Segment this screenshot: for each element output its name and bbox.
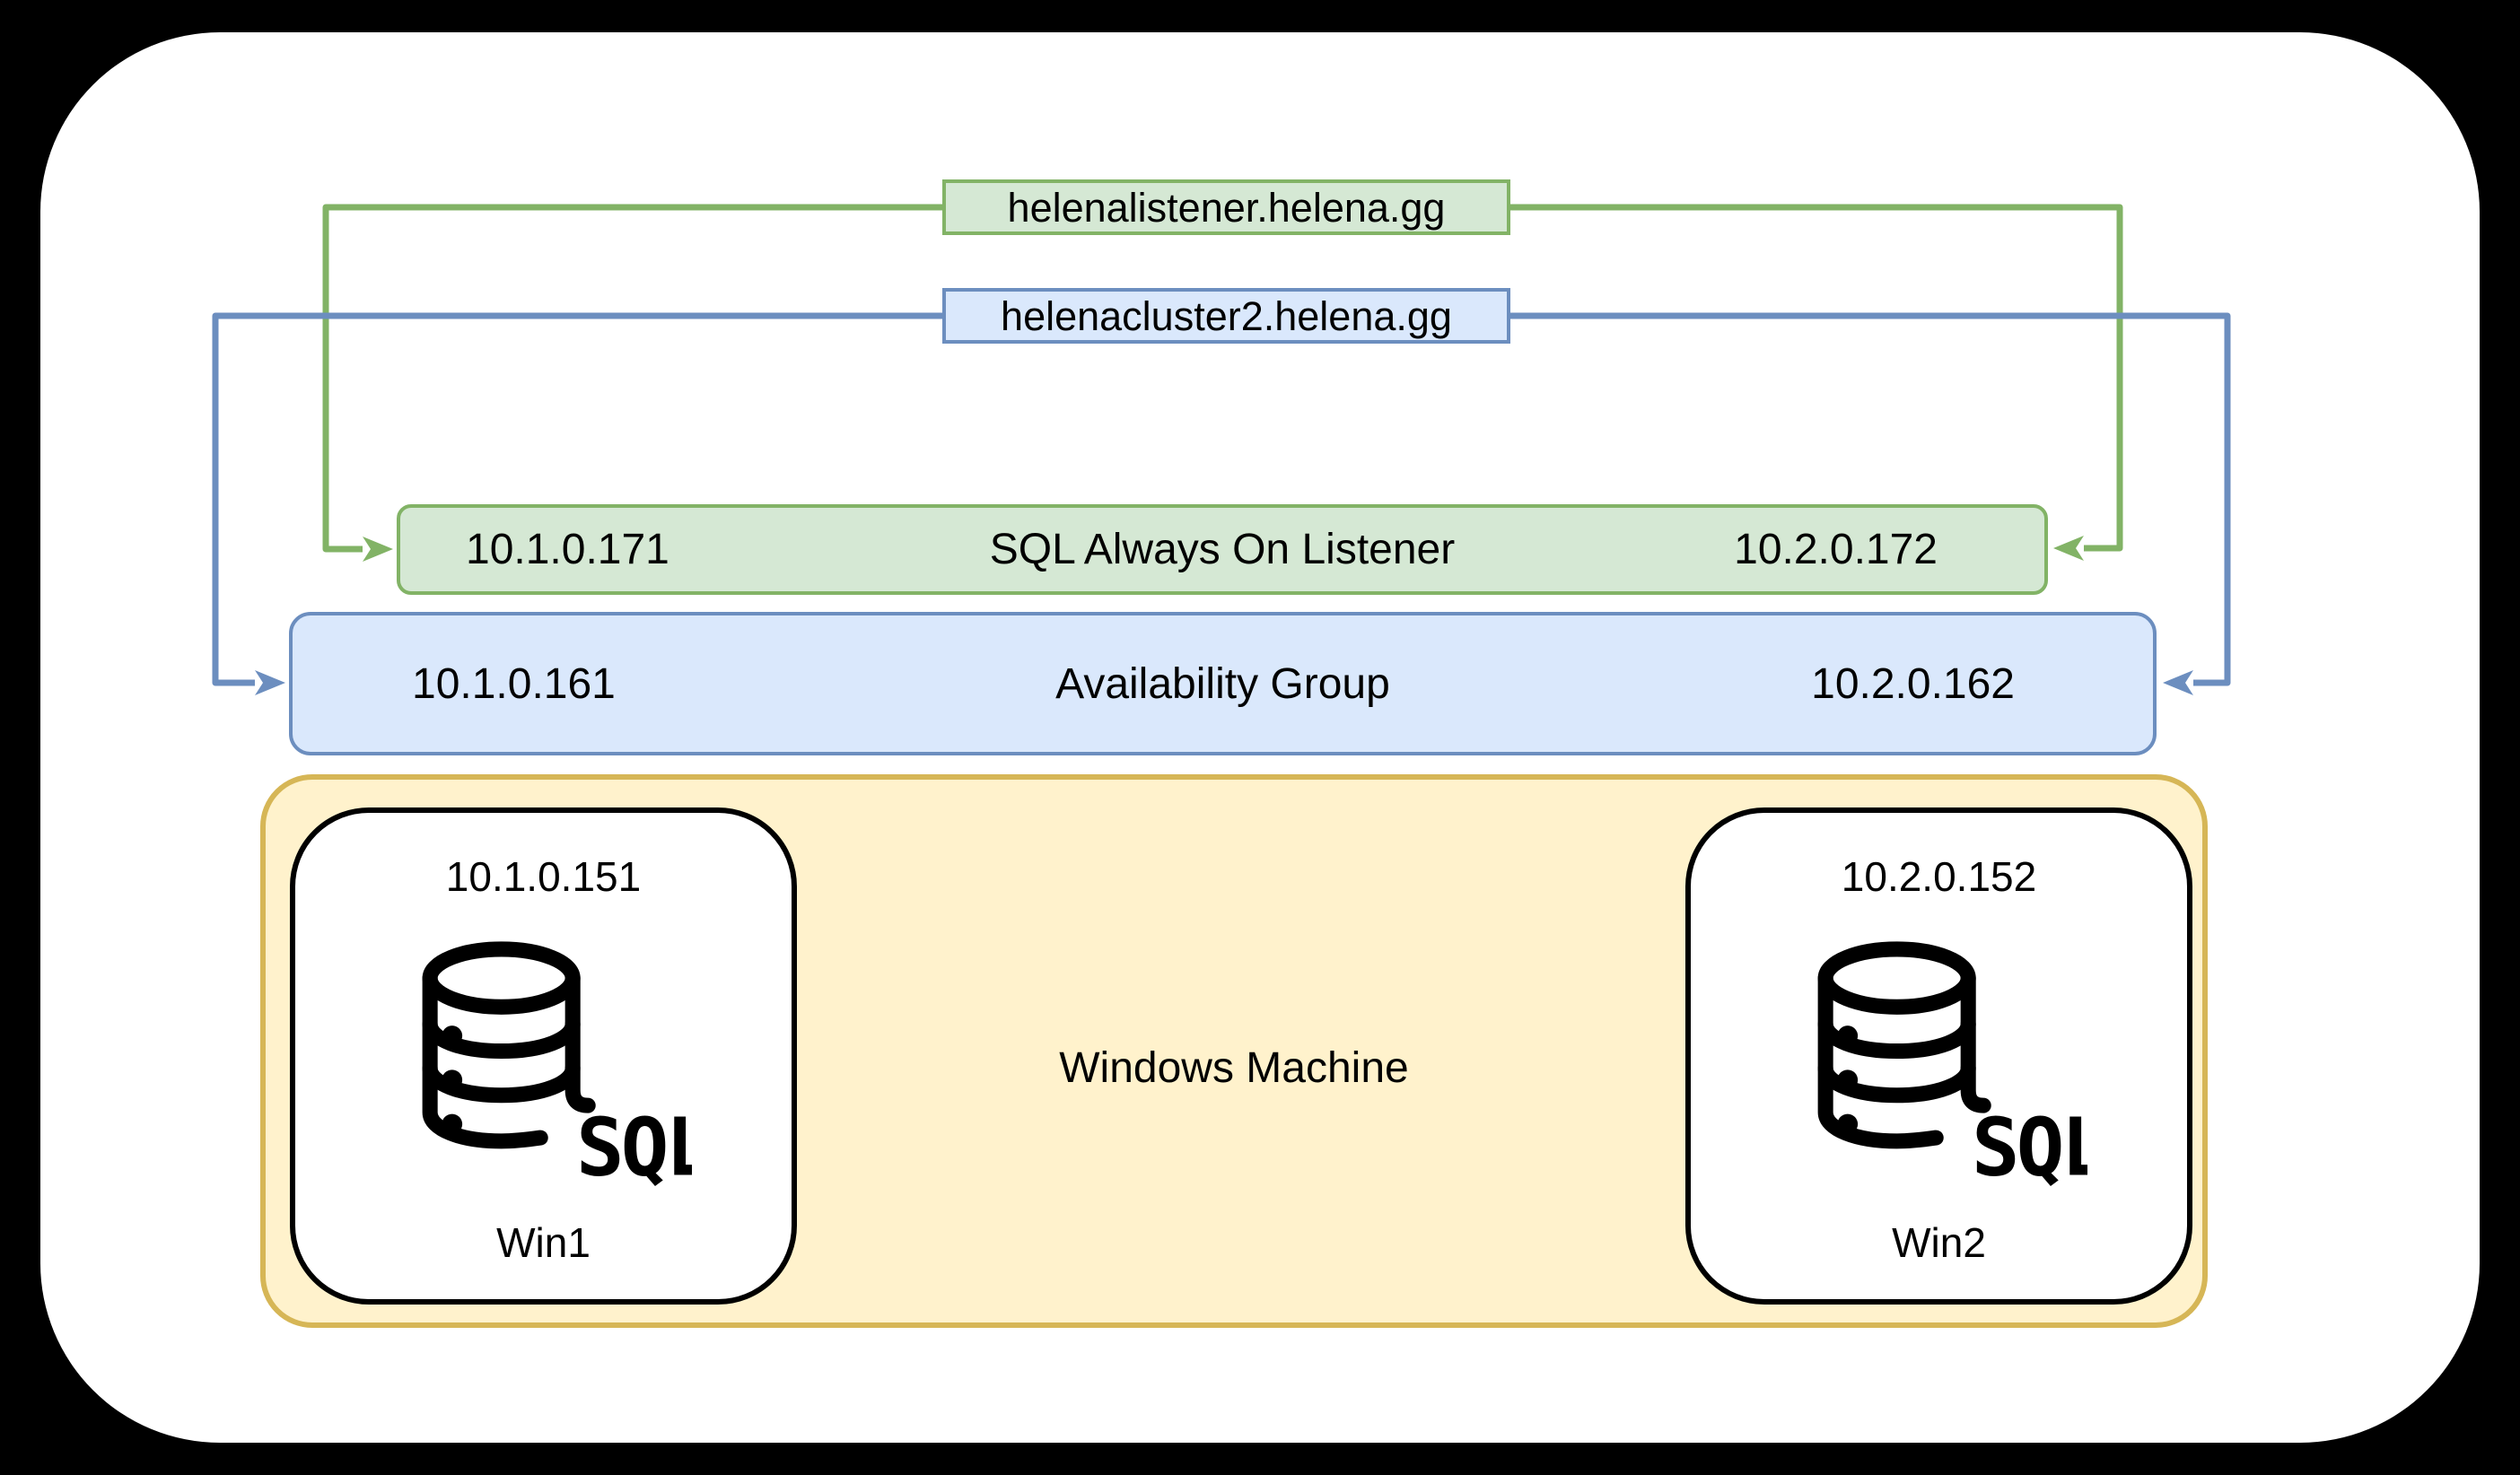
sql-icon-label: SQL <box>575 1101 691 1187</box>
sql-database-icon: SQL <box>422 941 692 1187</box>
cluster-dns-label: helenacluster2.helena.gg <box>942 288 1510 344</box>
win1-ip: 10.1.0.151 <box>445 853 642 900</box>
sql-listener-box: 10.1.0.171 SQL Always On Listener 10.2.0… <box>397 504 2048 595</box>
win2-ip: 10.2.0.152 <box>1841 853 2037 900</box>
listener-dns-text: helenalistener.helena.gg <box>1007 184 1446 231</box>
listener-dns-label: helenalistener.helena.gg <box>942 179 1510 235</box>
windows-machine-title: Windows Machine <box>1059 1044 1409 1092</box>
listener-title: SQL Always On Listener <box>989 526 1456 573</box>
sql-icon-label: SQL <box>1971 1101 2087 1187</box>
win1-name: Win1 <box>496 1219 591 1266</box>
availability-group-box: 10.1.0.161 Availability Group 10.2.0.162 <box>289 612 2157 755</box>
listener-ip-right: 10.2.0.172 <box>1734 526 1938 573</box>
ag-title: Availability Group <box>1055 659 1390 708</box>
ag-ip-right: 10.2.0.162 <box>1811 659 2015 708</box>
sql-database-icon: SQL <box>1817 941 2087 1187</box>
cluster-dns-text: helenacluster2.helena.gg <box>1001 292 1452 339</box>
server-node-win2: 10.2.0.152 SQL Win2 <box>1685 807 2192 1305</box>
win2-name: Win2 <box>1892 1219 1986 1266</box>
server-node-win1: 10.1.0.151 SQL Win1 <box>290 807 797 1305</box>
listener-ip-left: 10.1.0.171 <box>466 526 669 573</box>
ag-ip-left: 10.1.0.161 <box>412 659 616 708</box>
